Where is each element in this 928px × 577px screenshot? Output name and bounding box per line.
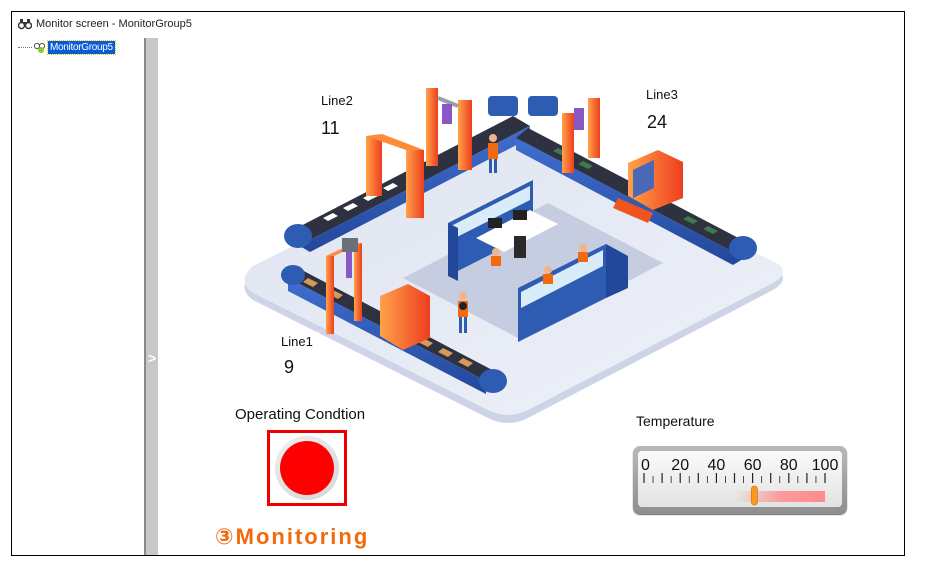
temperature-label: Temperature xyxy=(636,413,715,429)
line3-label: Line3 xyxy=(643,87,681,102)
factory-illustration xyxy=(244,88,783,423)
status-lamp xyxy=(280,441,334,495)
gauge-tick-label: 100 xyxy=(812,457,839,474)
gauge-tick-label: 20 xyxy=(671,457,689,474)
tree-item-label: MonitorGroup5 xyxy=(47,39,116,55)
gauge-tick-label: 80 xyxy=(780,457,798,474)
operating-condition-label: Operating Condtion xyxy=(235,406,366,423)
control-office xyxy=(448,180,628,342)
line1-label: Line1 xyxy=(278,332,319,351)
binoculars-icon xyxy=(18,19,32,30)
title-bar: Monitor screen - MonitorGroup5 xyxy=(12,12,904,36)
gauge-scale: 0 20 40 60 80 100 xyxy=(641,457,839,506)
gauge-alarm-band xyxy=(734,491,825,502)
monitor-canvas: Line2 11 Line3 24 Line1 9 Operating Cond… xyxy=(158,38,904,555)
conveyor-line1 xyxy=(281,238,507,394)
tree-item-monitor-group[interactable]: MonitorGroup5 xyxy=(18,39,116,55)
window-title: Monitor screen - MonitorGroup5 xyxy=(36,18,192,30)
line1-count: 9 xyxy=(284,357,295,377)
temperature-gauge: 0 20 40 60 80 100 xyxy=(633,446,847,514)
tree-connector xyxy=(18,46,32,48)
conveyor-line2 xyxy=(284,88,530,252)
gauge-pointer xyxy=(751,485,758,506)
lamp-bezel xyxy=(275,436,339,500)
sidebar-splitter[interactable]: > xyxy=(144,38,158,555)
monitor-window: Monitor screen - MonitorGroup5 MonitorGr… xyxy=(11,11,905,556)
gauge-tick-label: 60 xyxy=(744,457,762,474)
line2-count: 11 xyxy=(321,118,340,138)
navigation-tree: MonitorGroup5 xyxy=(12,38,145,555)
gauge-tick-label: 0 xyxy=(641,457,650,474)
line3-count: 24 xyxy=(647,112,668,132)
gauge-tick-label: 40 xyxy=(708,457,726,474)
line2-label: Line2 xyxy=(318,93,356,108)
monitor-group-icon xyxy=(33,42,46,53)
operating-condition-indicator xyxy=(267,430,347,506)
conveyor-line3 xyxy=(516,96,757,265)
monitoring-caption: ③Monitoring xyxy=(215,524,370,549)
expand-arrow-icon[interactable]: > xyxy=(148,350,157,366)
